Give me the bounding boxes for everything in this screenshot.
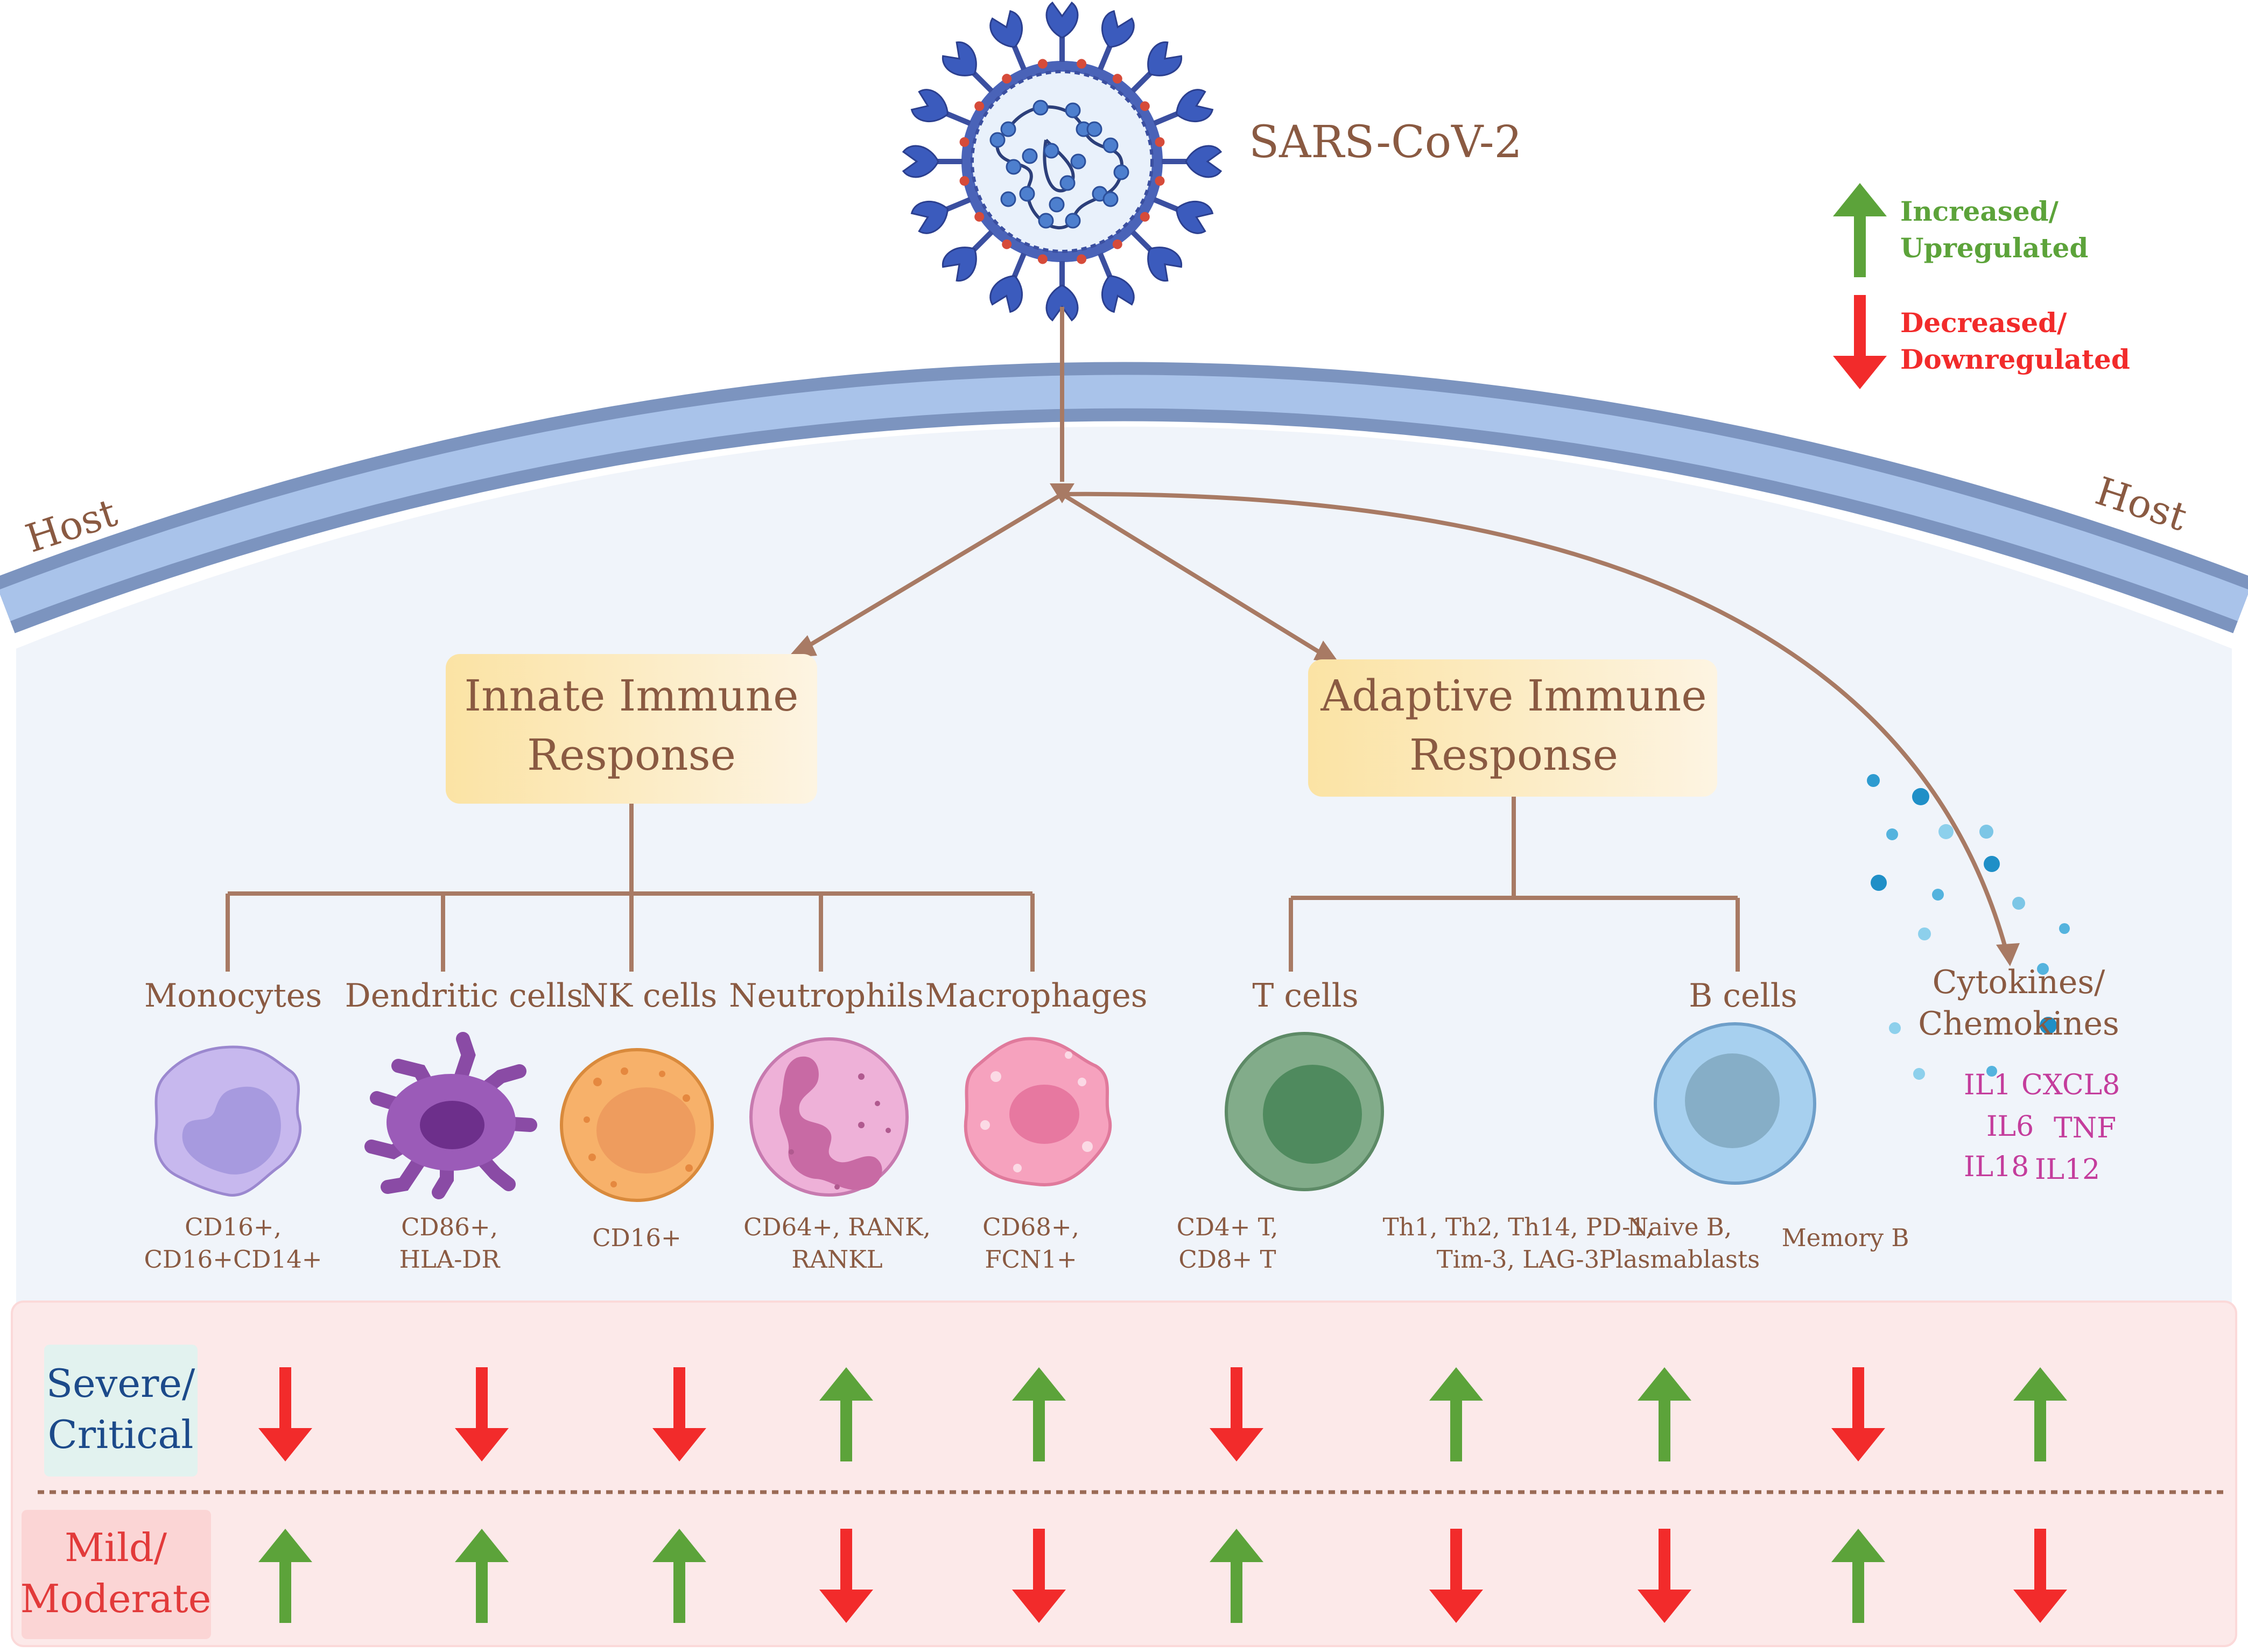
adaptive-response-box xyxy=(1308,659,1717,797)
mild-label-line2: Moderate xyxy=(20,1576,212,1621)
cytokines-title-line1: Cytokines/ xyxy=(1933,964,2106,1001)
severe-arrow-down-icon xyxy=(1210,1367,1263,1461)
connector-arrowheads xyxy=(788,483,2020,966)
mild-label-line1: Mild/ xyxy=(65,1525,167,1570)
dendritic-cell-icon xyxy=(364,1032,537,1199)
nk-cell-icon xyxy=(560,1048,714,1202)
marker-macrophages-1: CD68+, xyxy=(982,1213,1079,1241)
severe-arrow-up-icon xyxy=(1429,1367,1483,1461)
marker-tcells-a2: CD8+ T xyxy=(1178,1245,1276,1274)
innate-response-box xyxy=(446,654,817,804)
severe-arrow-down-icon xyxy=(455,1367,509,1461)
cytokine-tnf: TNF xyxy=(2054,1112,2116,1144)
mild-arrow-up-icon xyxy=(258,1529,312,1623)
legend-down-arrow xyxy=(1833,295,1887,389)
cell-name-neutrophils: Neutrophils xyxy=(729,977,924,1015)
severe-label-line2: Critical xyxy=(48,1412,194,1457)
severe-label-box xyxy=(44,1345,198,1477)
cytokine-il12: IL12 xyxy=(2035,1154,2100,1186)
mild-arrow-up-icon xyxy=(652,1529,706,1623)
innate-response-title-line1: Innate Immune xyxy=(465,671,799,721)
marker-neutrophils-1: CD64+, RANK, xyxy=(743,1213,931,1241)
marker-bcells-b1: Memory B xyxy=(1782,1224,1909,1252)
marker-tcells-a1: CD4+ T, xyxy=(1177,1213,1278,1241)
marker-nk-1: CD16+ xyxy=(592,1224,681,1252)
marker-bcells-a1: Naive B, xyxy=(1627,1213,1732,1241)
adaptive-response-title-line2: Response xyxy=(1409,730,1618,780)
severe-arrow-down-icon xyxy=(1831,1367,1885,1461)
severe-arrows-row xyxy=(258,1367,2067,1461)
legend-increased-line1: Increased/ xyxy=(1900,195,2059,227)
marker-dendritic-2: HLA-DR xyxy=(399,1245,501,1274)
marker-monocytes-2: CD16+CD14+ xyxy=(144,1245,322,1274)
mild-arrow-down-icon xyxy=(819,1529,873,1623)
cell-name-bcells: B cells xyxy=(1689,977,1797,1015)
legend-up-arrow-icon xyxy=(1833,183,1887,277)
virus-label: SARS-CoV-2 xyxy=(1249,117,1522,168)
cytokine-il1: IL1 xyxy=(1964,1069,2011,1101)
mild-arrow-down-icon xyxy=(1429,1529,1483,1623)
mild-arrow-down-icon xyxy=(1012,1529,1066,1623)
connectors xyxy=(226,307,2010,972)
severity-panel xyxy=(11,1300,2237,1647)
cell-name-macrophages: Macrophages xyxy=(925,977,1147,1015)
neutrophil-cell-icon xyxy=(749,1037,909,1197)
marker-macrophages-2: FCN1+ xyxy=(985,1245,1077,1274)
severe-arrow-up-icon xyxy=(819,1367,873,1461)
cytokine-il18: IL18 xyxy=(1964,1151,2029,1183)
cytokine-il6: IL6 xyxy=(1986,1110,2034,1143)
marker-monocytes-1: CD16+, xyxy=(185,1213,282,1241)
cytokine-dots xyxy=(1867,774,2070,1080)
mild-arrow-down-icon xyxy=(2013,1529,2067,1623)
mild-arrow-down-icon xyxy=(1638,1529,1691,1623)
legend-decreased-line2: Downregulated xyxy=(1900,343,2130,375)
severe-arrow-down-icon xyxy=(652,1367,706,1461)
cell-name-tcells: T cells xyxy=(1252,977,1358,1015)
legend-down-arrow-icon xyxy=(1833,295,1887,389)
mild-arrow-up-icon xyxy=(455,1529,509,1623)
mild-label-box xyxy=(22,1510,211,1639)
t-cell-icon xyxy=(1225,1032,1384,1191)
adaptive-response-title-line1: Adaptive Immune xyxy=(1320,671,1706,721)
cell-name-dendritic: Dendritic cells xyxy=(345,977,584,1015)
marker-bcells-a2: Plasmablasts xyxy=(1599,1245,1760,1274)
macrophage-cell-icon xyxy=(964,1037,1112,1186)
severe-arrow-up-icon xyxy=(1012,1367,1066,1461)
monocyte-cell-icon xyxy=(154,1045,302,1197)
severe-arrow-up-icon xyxy=(1638,1367,1691,1461)
legend: Increased/ Upregulated Decreased/ Downre… xyxy=(1833,183,2130,389)
severe-label-line1: Severe/ xyxy=(46,1361,195,1406)
b-cell-icon xyxy=(1654,1022,1816,1185)
marker-neutrophils-2: RANKL xyxy=(791,1245,882,1274)
severe-arrow-up-icon xyxy=(2013,1367,2067,1461)
legend-up-arrow xyxy=(1833,183,1887,277)
marker-dendritic-1: CD86+, xyxy=(401,1213,498,1241)
legend-increased-line2: Upregulated xyxy=(1900,232,2088,264)
sars-cov-2-virus xyxy=(902,1,1223,322)
cell-name-nk: NK cells xyxy=(580,977,718,1015)
marker-tcells-b2: Tim-3, LAG-3 xyxy=(1437,1245,1600,1274)
mild-arrow-up-icon xyxy=(1831,1529,1885,1623)
mild-arrows-row xyxy=(258,1529,2067,1623)
cytokine-cxcl8: CXCL8 xyxy=(2021,1069,2120,1101)
host-membrane xyxy=(0,362,2248,634)
marker-tcells-b1: Th1, Th2, Th14, PD-1, xyxy=(1383,1213,1654,1241)
innate-response-title-line2: Response xyxy=(527,730,736,780)
host-interior xyxy=(16,426,2232,1324)
mild-arrow-up-icon xyxy=(1210,1529,1263,1623)
cytokines-title-line2: Chemokines xyxy=(1918,1005,2119,1043)
severe-arrow-down-icon xyxy=(258,1367,312,1461)
cell-name-monocytes: Monocytes xyxy=(144,977,322,1015)
legend-decreased-line1: Decreased/ xyxy=(1900,307,2067,339)
